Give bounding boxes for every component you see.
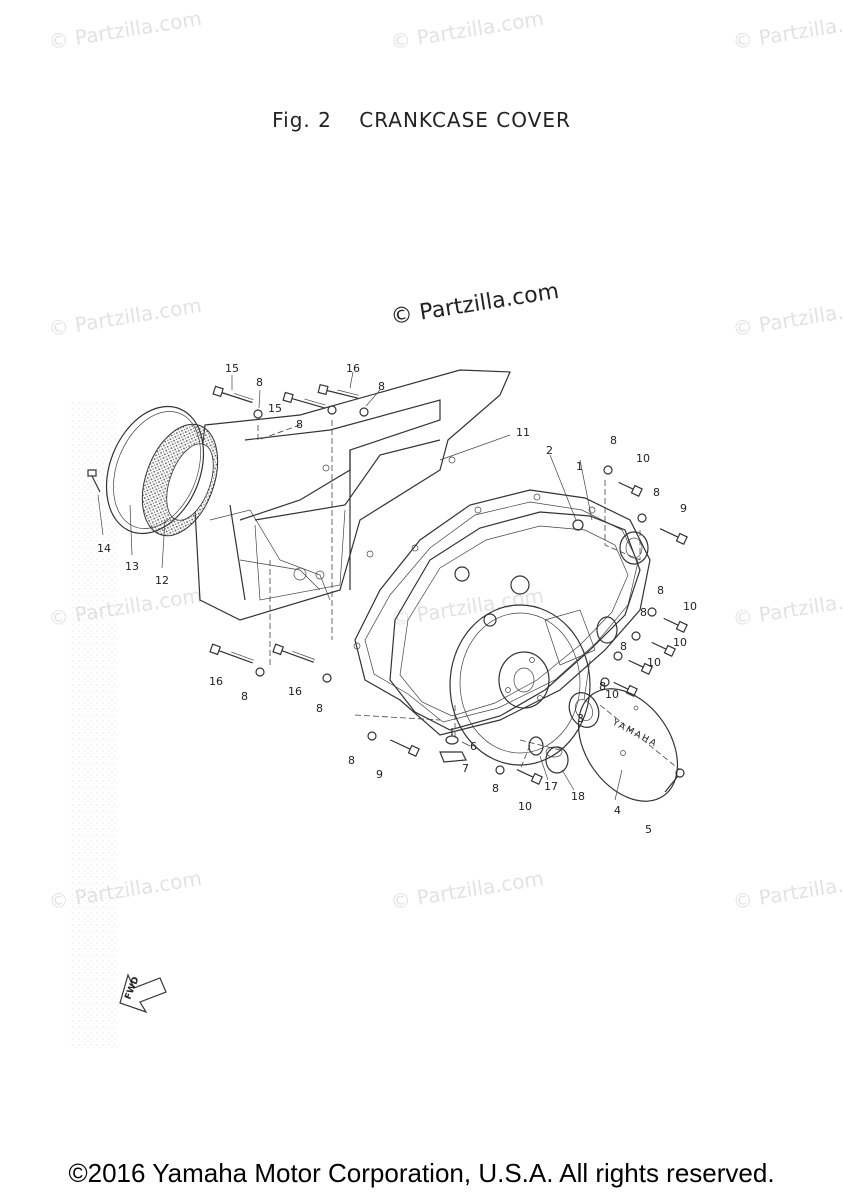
callout-8: 8: [296, 418, 303, 431]
outer-crankcase-shroud: [194, 369, 511, 621]
callout-17: 17: [544, 780, 558, 793]
callout-8: 8: [348, 754, 355, 767]
callout-9: 9: [680, 502, 687, 515]
callout-10: 10: [636, 452, 650, 465]
callout-10: 10: [647, 656, 661, 669]
leader-lines: [97, 371, 623, 801]
callout-8: 8: [620, 640, 627, 653]
callout-8: 8: [492, 782, 499, 795]
drain-bolt: [439, 728, 467, 763]
callout-4: 4: [614, 804, 621, 817]
copyright-footer: ©2016 Yamaha Motor Corporation, U.S.A. A…: [68, 1158, 775, 1188]
figure-number: Fig. 2: [272, 108, 332, 132]
small-gasket: [568, 692, 600, 728]
callout-8: 8: [653, 486, 660, 499]
callout-16: 16: [288, 685, 302, 698]
callout-8: 8: [599, 680, 606, 693]
callout-8: 8: [657, 584, 664, 597]
callout-8: 8: [241, 690, 248, 703]
callout-8: 8: [316, 702, 323, 715]
oil-filler-plug: [528, 736, 569, 774]
callout-16: 16: [346, 362, 360, 375]
callout-5: 5: [645, 823, 652, 836]
callout-8: 8: [256, 376, 263, 389]
callout-6: 6: [470, 740, 477, 753]
callout-1: 1: [576, 460, 583, 473]
cover-lettering: YAMAHA: [610, 717, 660, 750]
felt-seal-ring: [141, 423, 219, 537]
callout-18: 18: [571, 790, 585, 803]
main-crankcase-cover: [389, 511, 649, 766]
callout-13: 13: [125, 560, 139, 573]
crankcase-gasket: [353, 489, 651, 736]
callout-8: 8: [378, 380, 385, 393]
forward-arrow-icon: FWD: [119, 973, 167, 1014]
scan-speckle: [70, 400, 118, 1050]
callout-11: 11: [516, 426, 530, 439]
alignment-lines: [257, 420, 681, 771]
callout-8: 8: [610, 434, 617, 447]
small-screw: [87, 469, 101, 493]
callout-7: 7: [462, 762, 469, 775]
bolt-set: [209, 383, 688, 785]
figure-title: Fig. 2 CRANKCASE COVER: [0, 108, 843, 132]
washer-set: [253, 405, 657, 775]
callout-8: 8: [640, 606, 647, 619]
cover-screw: [664, 768, 685, 793]
callout-15: 15: [268, 402, 282, 415]
callout-numbers: 1 2 3 4 5 6 7 8 8 8 8 8 8 8 8 8 8 8 8 8 …: [97, 362, 697, 836]
callout-15: 15: [225, 362, 239, 375]
callout-10: 10: [673, 636, 687, 649]
callout-2: 2: [546, 444, 553, 457]
retaining-ring: [105, 405, 205, 535]
callout-10: 10: [683, 600, 697, 613]
callout-14: 14: [97, 542, 111, 555]
figure-name: CRANKCASE COVER: [359, 108, 571, 132]
callout-9: 9: [376, 768, 383, 781]
callout-3: 3: [577, 712, 584, 725]
callout-12: 12: [155, 574, 169, 587]
callout-10: 10: [605, 688, 619, 701]
callout-10: 10: [518, 800, 532, 813]
callout-16: 16: [209, 675, 223, 688]
